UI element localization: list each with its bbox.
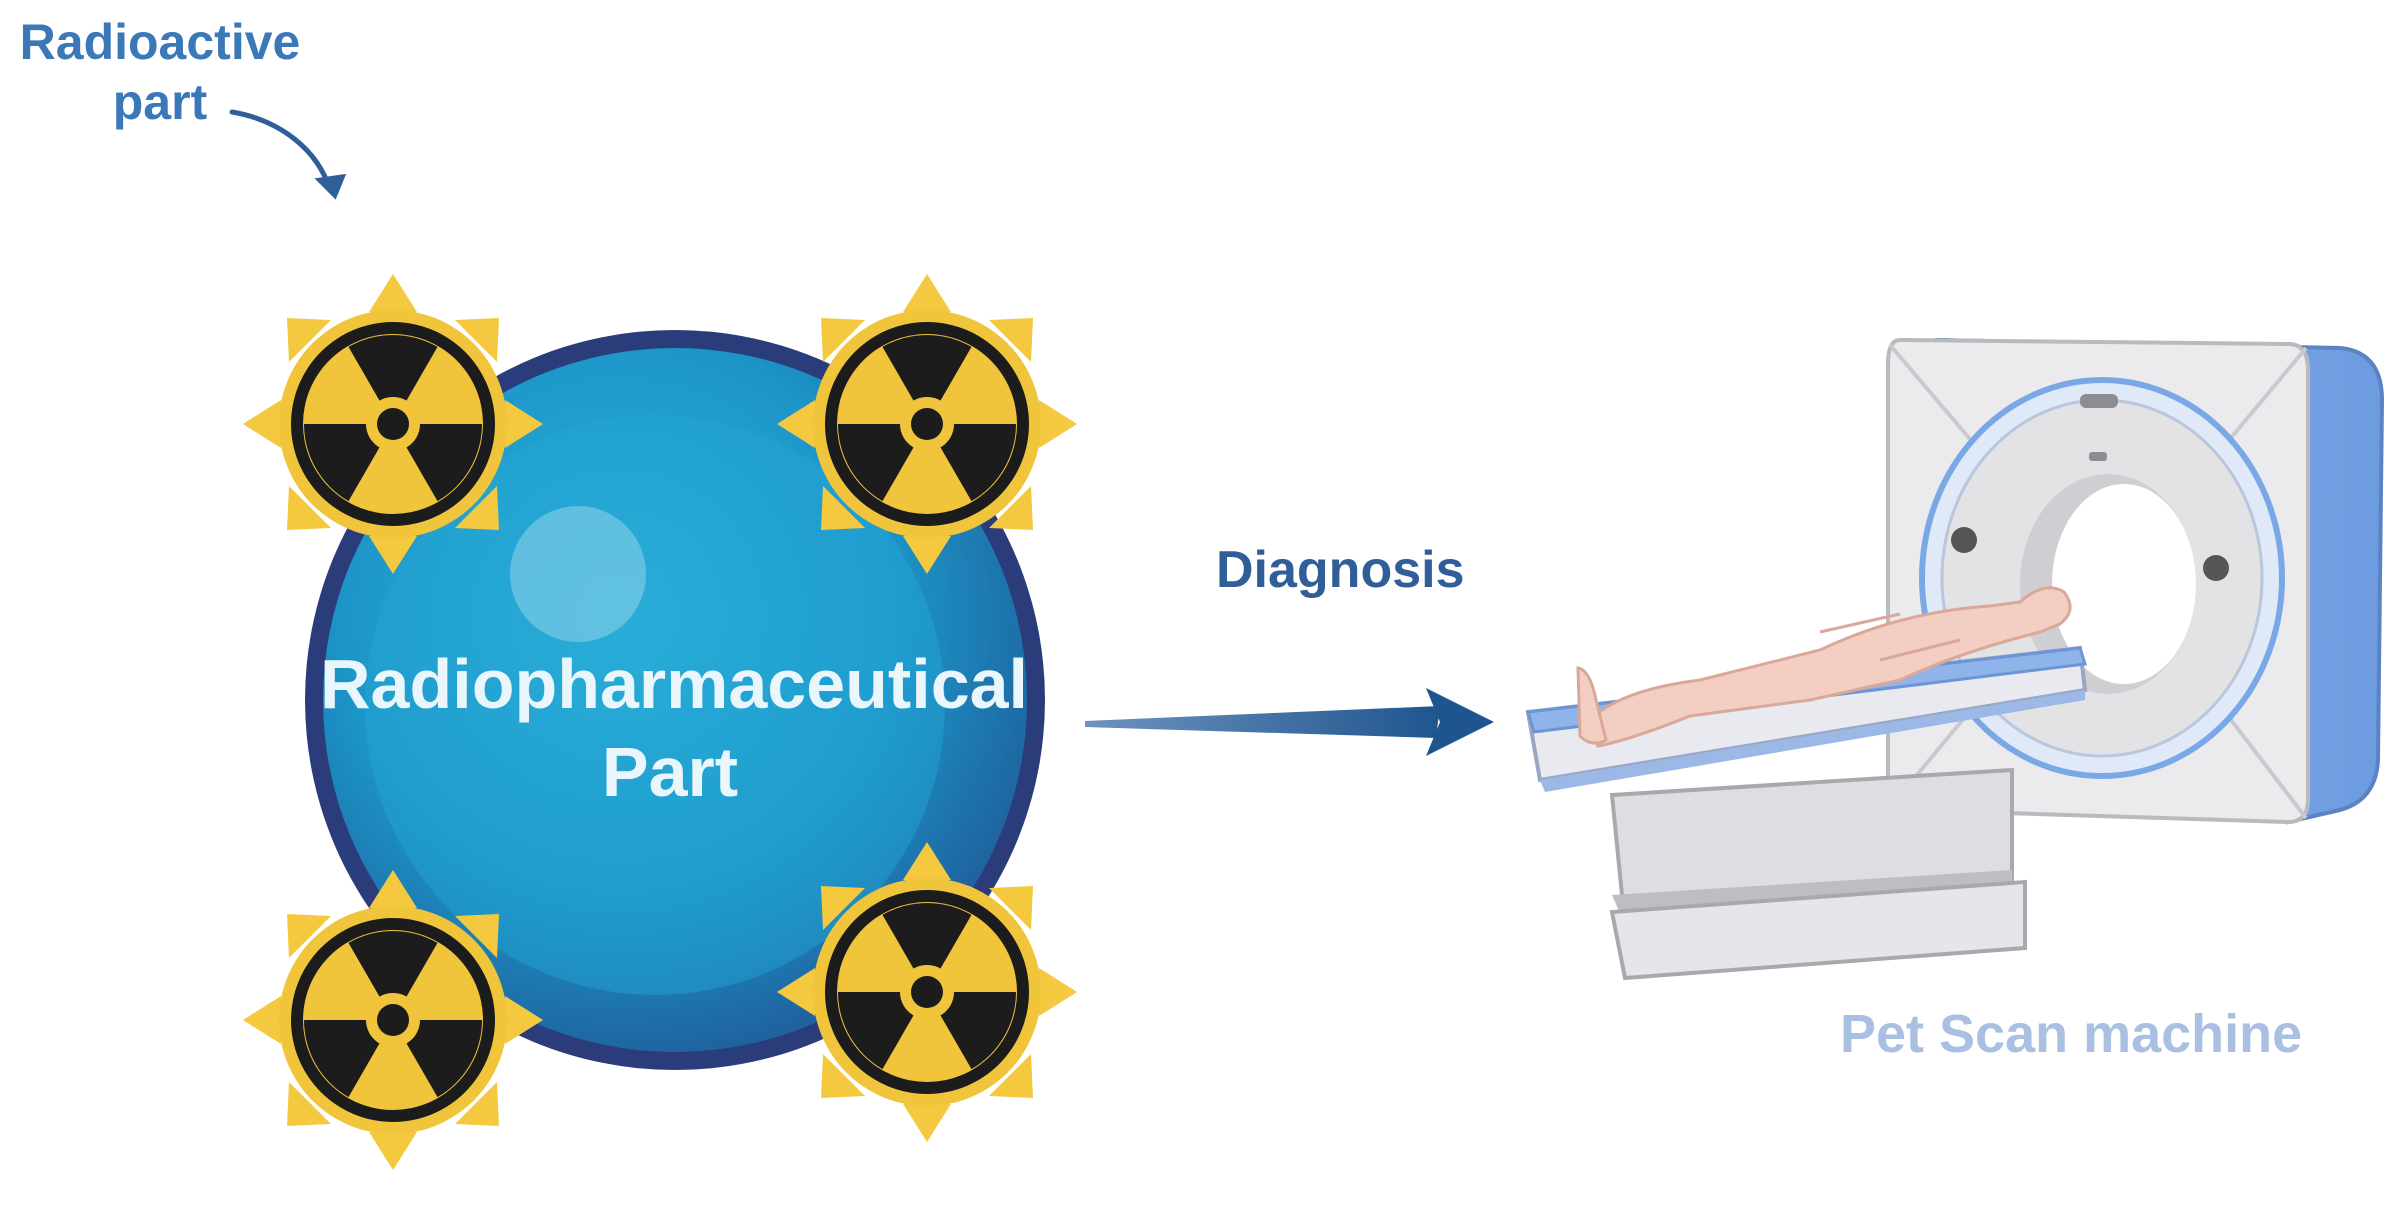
radiopharmaceutical-part-label: Radiopharmaceutical Part — [320, 640, 1028, 816]
pet-scan-machine-label: Pet Scan machine — [1840, 1004, 2303, 1064]
patient-figure-icon — [1576, 586, 2072, 748]
diagnosis-arrow — [1085, 688, 1494, 756]
part-text: Part — [601, 733, 739, 811]
radiation-symbol-top-right — [777, 274, 1077, 574]
radiation-symbol-top-left — [243, 274, 543, 574]
radiation-symbol-bottom-right — [777, 842, 1077, 1142]
diagnosis-label: Diagnosis — [1216, 541, 1465, 599]
radiation-symbol-bottom-left — [243, 870, 543, 1170]
radiopharmaceutical-text: Radiopharmaceutical — [320, 645, 1028, 723]
annotation-arrow — [229, 109, 347, 200]
pet-scanner-icon — [1886, 337, 2385, 825]
radioactive-part-label: Radioactive part — [10, 12, 310, 132]
radioactive-part-text: Radioactive part — [19, 14, 301, 130]
